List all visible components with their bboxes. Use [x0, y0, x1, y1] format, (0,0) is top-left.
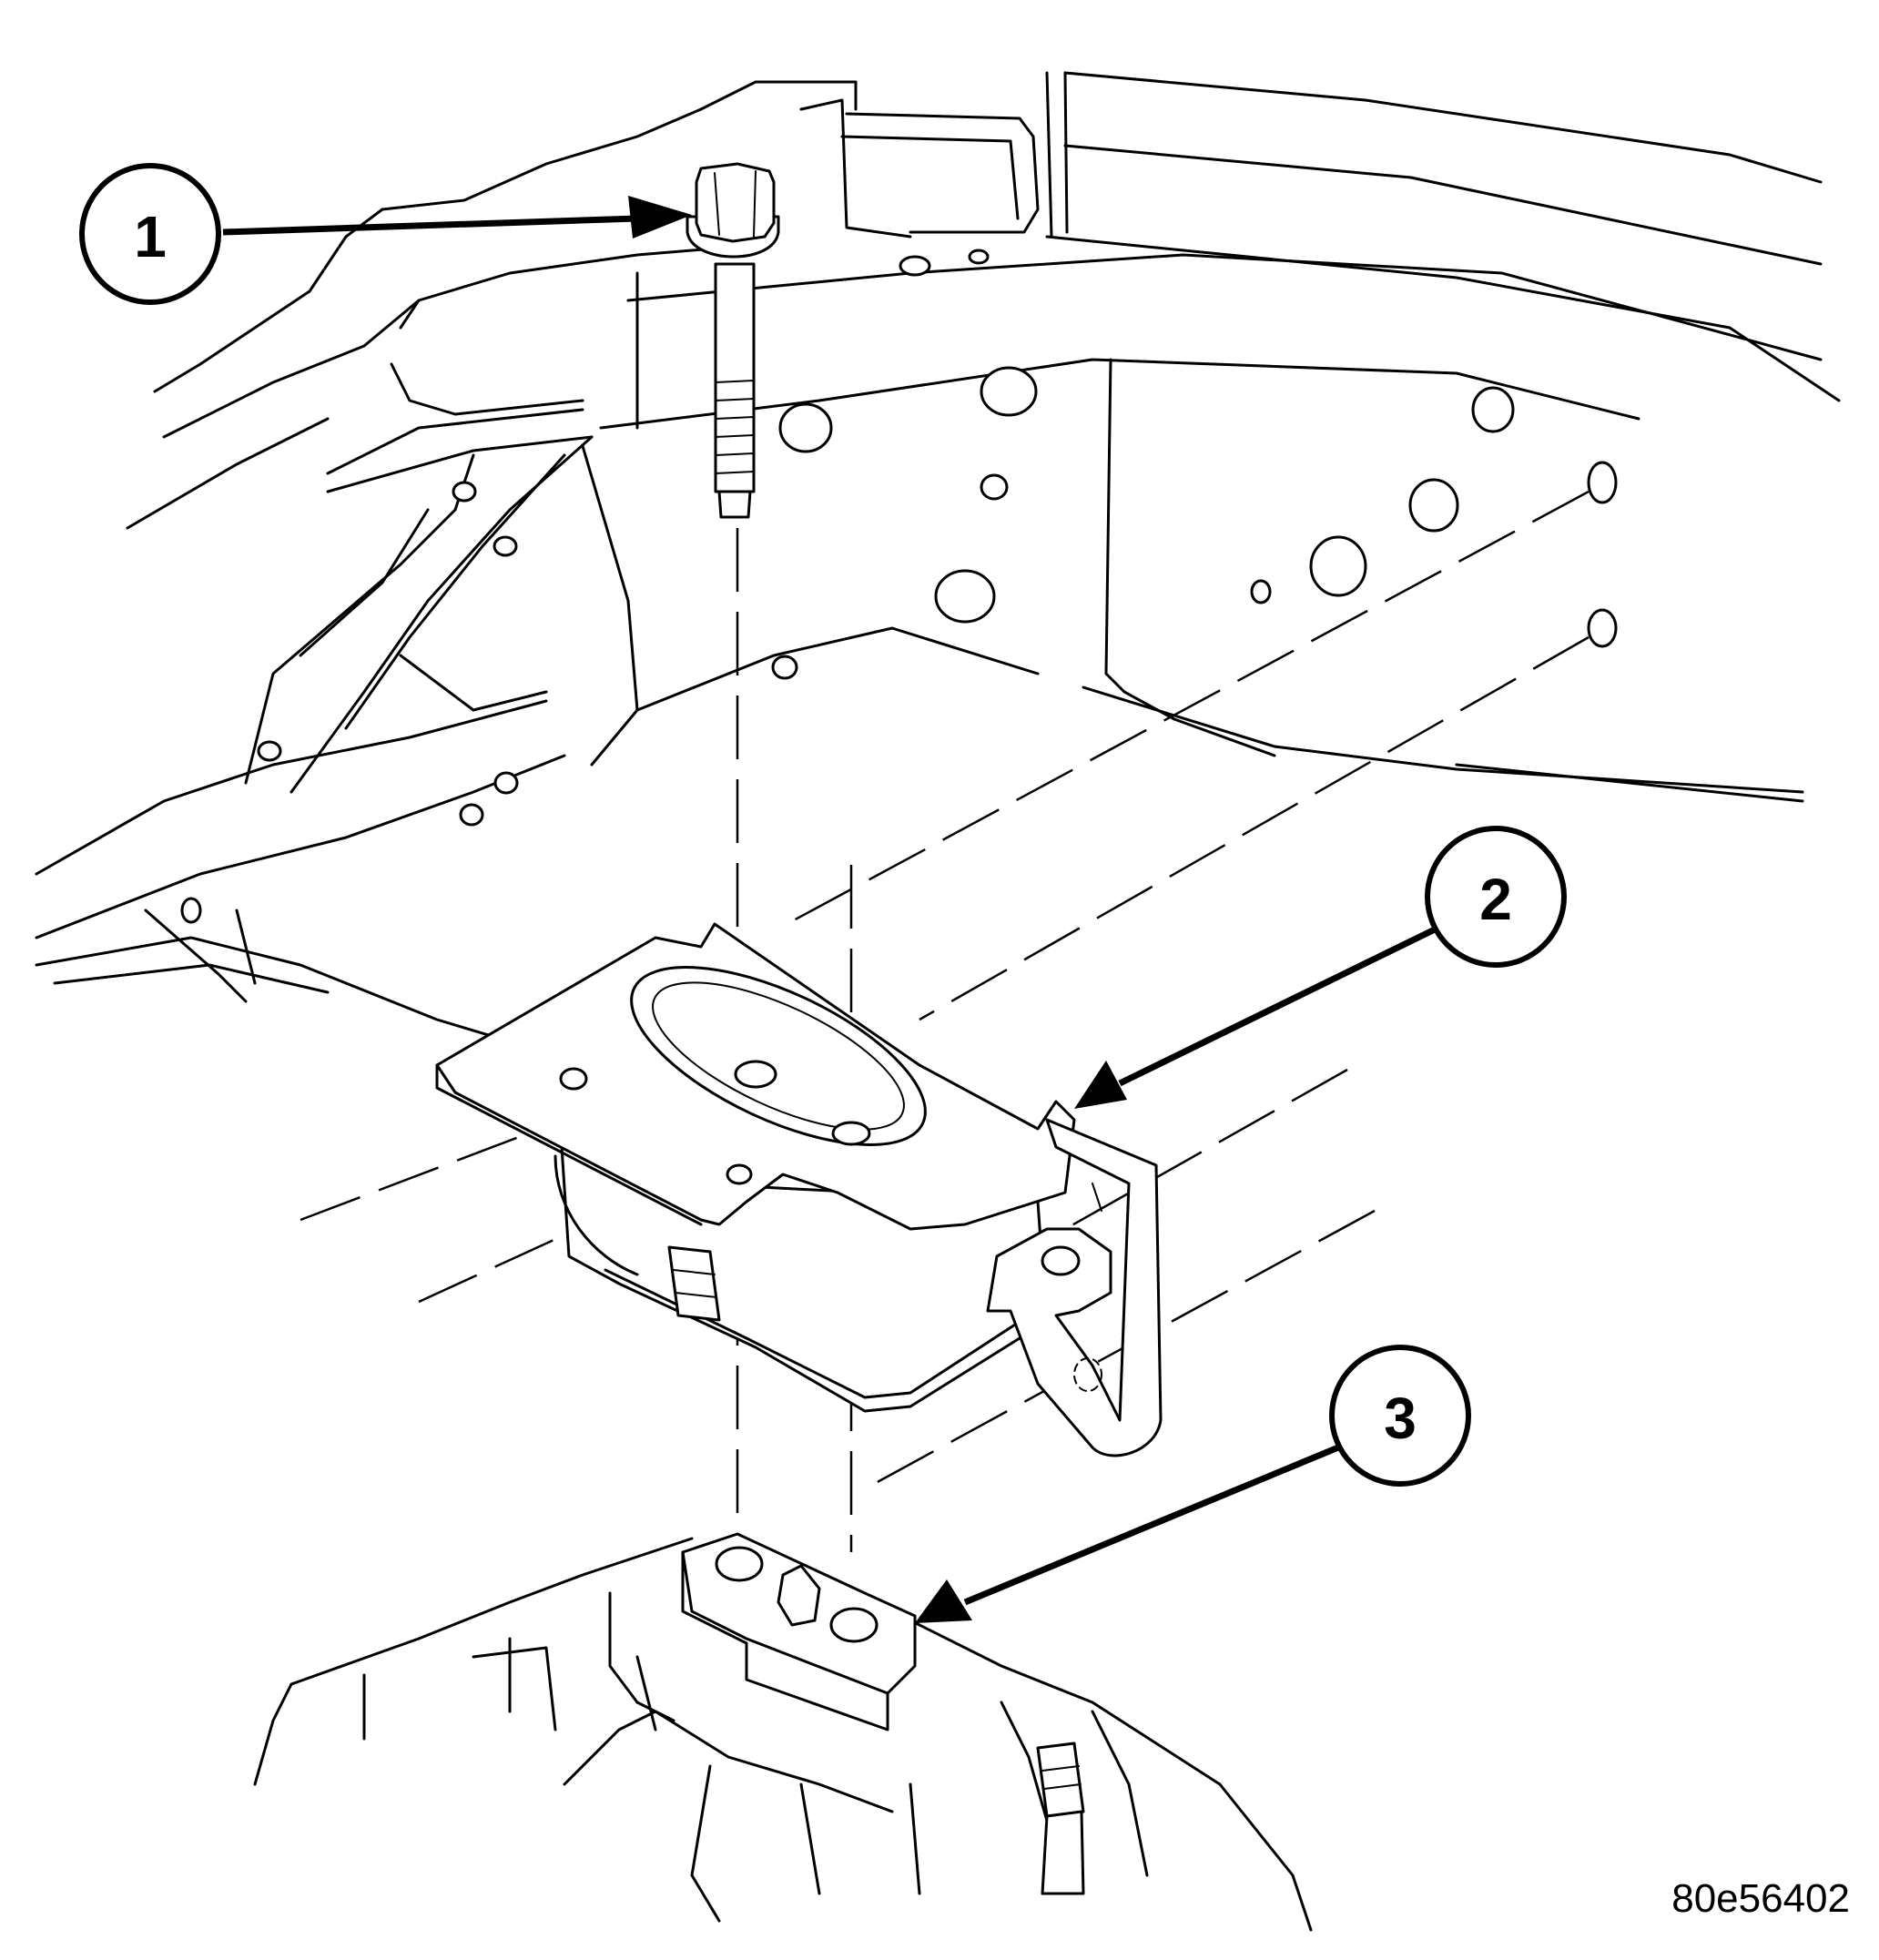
mount [253, 1532, 1313, 1932]
callout-2-label: 2 [1479, 867, 1512, 932]
body-holes [180, 249, 1618, 924]
callout-2: 2 [1074, 826, 1567, 1109]
callout-1-label: 1 [134, 204, 167, 269]
bolt [686, 162, 780, 519]
bolt-threads [715, 380, 755, 474]
callout-3: 3 [915, 1345, 1471, 1623]
bracket [435, 922, 1163, 1457]
callout-3-label: 3 [1384, 1386, 1417, 1451]
body-structure [35, 71, 1841, 1049]
figure-id: 80e56402 [1671, 1876, 1850, 1921]
callout-1: 1 [79, 163, 692, 305]
